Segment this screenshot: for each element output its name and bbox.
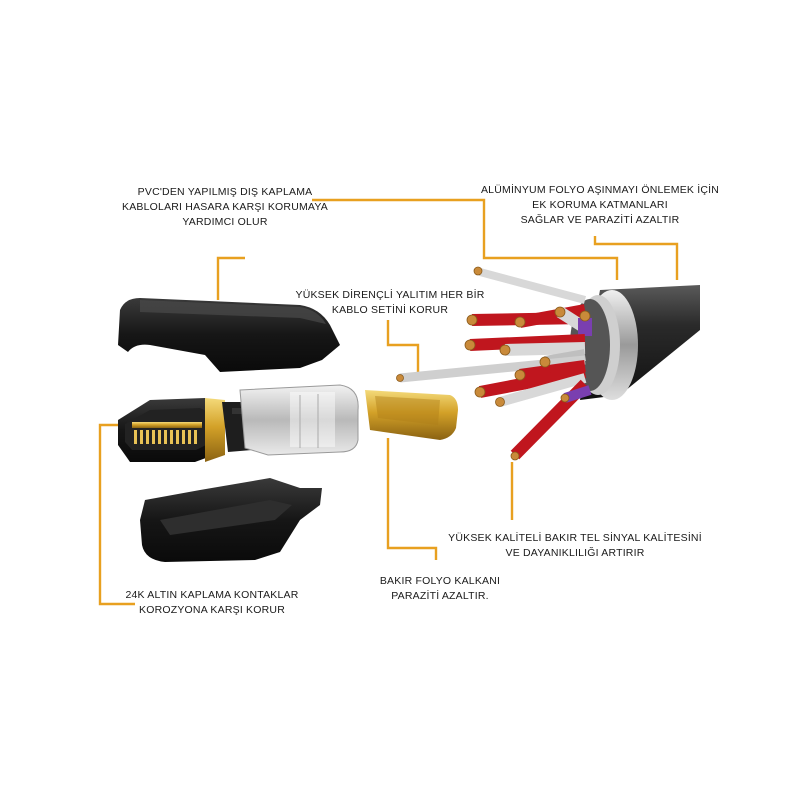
leader-gold-contacts: [98, 423, 135, 606]
leader-insulation: [386, 320, 420, 380]
leader-aluminum-foil-b: [593, 236, 679, 280]
callout-insulation: YÜKSEK DİRENÇLİ YALITIM HER BİR KABLO SE…: [295, 289, 485, 316]
callout-gold-contacts: 24K ALTIN KAPLAMA KONTAKLAR KOROZYONA KA…: [125, 589, 299, 616]
bottom-shell: [140, 478, 322, 562]
clear-inner-housing: [239, 384, 359, 456]
top-shell: [118, 298, 340, 372]
callout-copper-wire: YÜKSEK KALİTELİ BAKIR TEL SİNYAL KALİTES…: [448, 532, 702, 559]
leader-pvc-jacket: [216, 256, 245, 300]
copper-strands: [396, 266, 591, 461]
cable-jacket: [570, 285, 700, 400]
leader-aluminum-foil-a: [312, 198, 619, 280]
leader-lines: [98, 198, 679, 606]
callout-copper-foil: BAKIR FOLYO KALKANI PARAZİTİ AZALTIR.: [379, 575, 501, 602]
callout-pvc-jacket: PVC'DEN YAPILMIŞ DIŞ KAPLAMA KABLOLARI H…: [122, 186, 328, 228]
copper-foil-shield: [365, 390, 458, 440]
callout-aluminum-foil: ALÜMİNYUM FOLYO AŞINMAYI ÖNLEMEK İÇİN EK…: [480, 184, 720, 226]
leader-copper-foil: [386, 438, 438, 560]
